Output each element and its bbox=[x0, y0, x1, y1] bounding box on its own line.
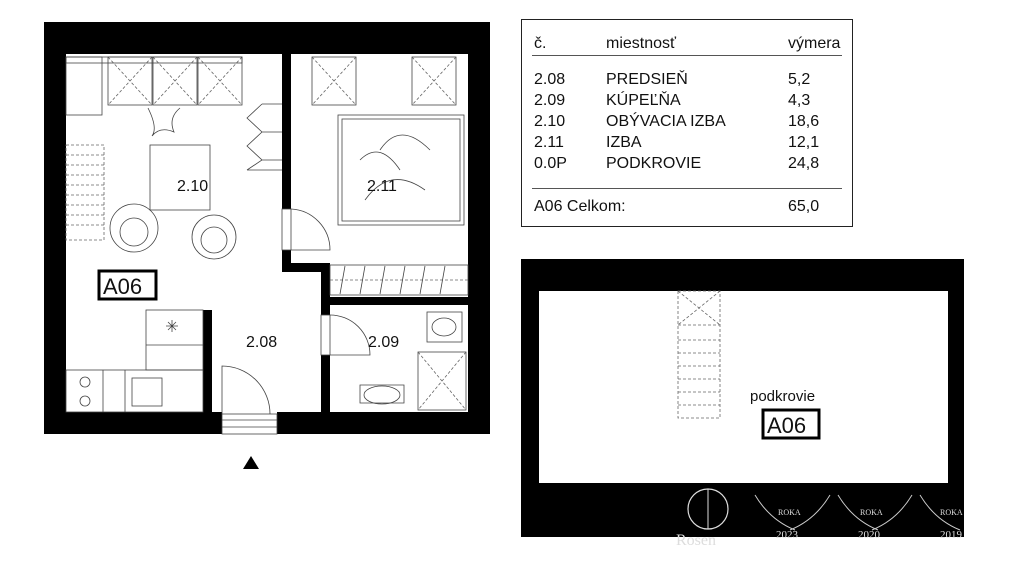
row-room: OBÝVACIA IZBA bbox=[606, 113, 726, 130]
room-label-2-09: 2.09 bbox=[368, 334, 399, 351]
bedroom-door bbox=[281, 208, 331, 251]
living-furniture bbox=[65, 56, 282, 260]
room-area-table: č. miestnosť výmera 2.08 PREDSIEŇ 5,2 2.… bbox=[521, 19, 853, 227]
badge-word-3: ROKA bbox=[940, 508, 963, 517]
header-room: miestnosť bbox=[606, 35, 677, 52]
bedroom-furniture bbox=[329, 114, 469, 296]
main-plan-walls bbox=[44, 22, 490, 434]
row-room: IZBA bbox=[606, 134, 642, 151]
attic-stairs bbox=[677, 290, 721, 419]
row-area: 12,1 bbox=[788, 134, 820, 151]
entrance-door bbox=[221, 365, 278, 435]
row-number: 2.08 bbox=[534, 71, 566, 88]
row-area: 5,2 bbox=[788, 71, 811, 88]
attic-unit-label-box bbox=[761, 408, 821, 440]
row-area: 18,6 bbox=[788, 113, 820, 130]
watermark: Rosen ROKA 2023 ROKA 2020 ROKA 2019 bbox=[676, 488, 963, 549]
watermark-brand: Rosen bbox=[676, 532, 716, 549]
total-area: 65,0 bbox=[788, 198, 820, 215]
row-number: 2.09 bbox=[534, 92, 566, 109]
badge-year-1: 2023 bbox=[776, 529, 799, 541]
row-number: 0.0P bbox=[534, 155, 567, 172]
row-room: PREDSIEŇ bbox=[606, 71, 688, 88]
row-number: 2.10 bbox=[534, 113, 566, 130]
living-stairs bbox=[65, 144, 105, 241]
row-room: KÚPEĽŇA bbox=[606, 92, 681, 109]
kitchen-furniture bbox=[65, 309, 204, 413]
row-number: 2.11 bbox=[534, 134, 564, 151]
total-label: A06 Celkom: bbox=[534, 198, 626, 215]
badge-word-1: ROKA bbox=[778, 508, 801, 517]
row-area: 4,3 bbox=[788, 92, 811, 109]
room-label-2-10: 2.10 bbox=[177, 178, 208, 195]
header-divider bbox=[532, 55, 842, 56]
badge-year-3: 2019 bbox=[940, 529, 963, 541]
room-label-2-11: 2.11 bbox=[367, 178, 397, 195]
unit-label: A06 bbox=[103, 274, 142, 299]
bathroom-furniture bbox=[320, 311, 467, 411]
badge-word-2: ROKA bbox=[860, 508, 883, 517]
entrance-arrow-icon bbox=[243, 456, 259, 469]
header-area: výmera bbox=[788, 35, 841, 52]
room-label-2-08: 2.08 bbox=[246, 334, 277, 351]
unit-label-box bbox=[97, 269, 158, 301]
row-room: PODKROVIE bbox=[606, 155, 702, 172]
attic-title: podkrovie bbox=[750, 388, 815, 405]
attic-walls bbox=[521, 259, 964, 537]
badge-year-2: 2020 bbox=[858, 529, 881, 541]
header-number: č. bbox=[534, 35, 547, 52]
row-area: 24,8 bbox=[788, 155, 820, 172]
attic-unit-label: A06 bbox=[767, 413, 806, 438]
attic-floor bbox=[539, 291, 948, 483]
skylights bbox=[107, 56, 457, 106]
total-divider bbox=[532, 188, 842, 189]
